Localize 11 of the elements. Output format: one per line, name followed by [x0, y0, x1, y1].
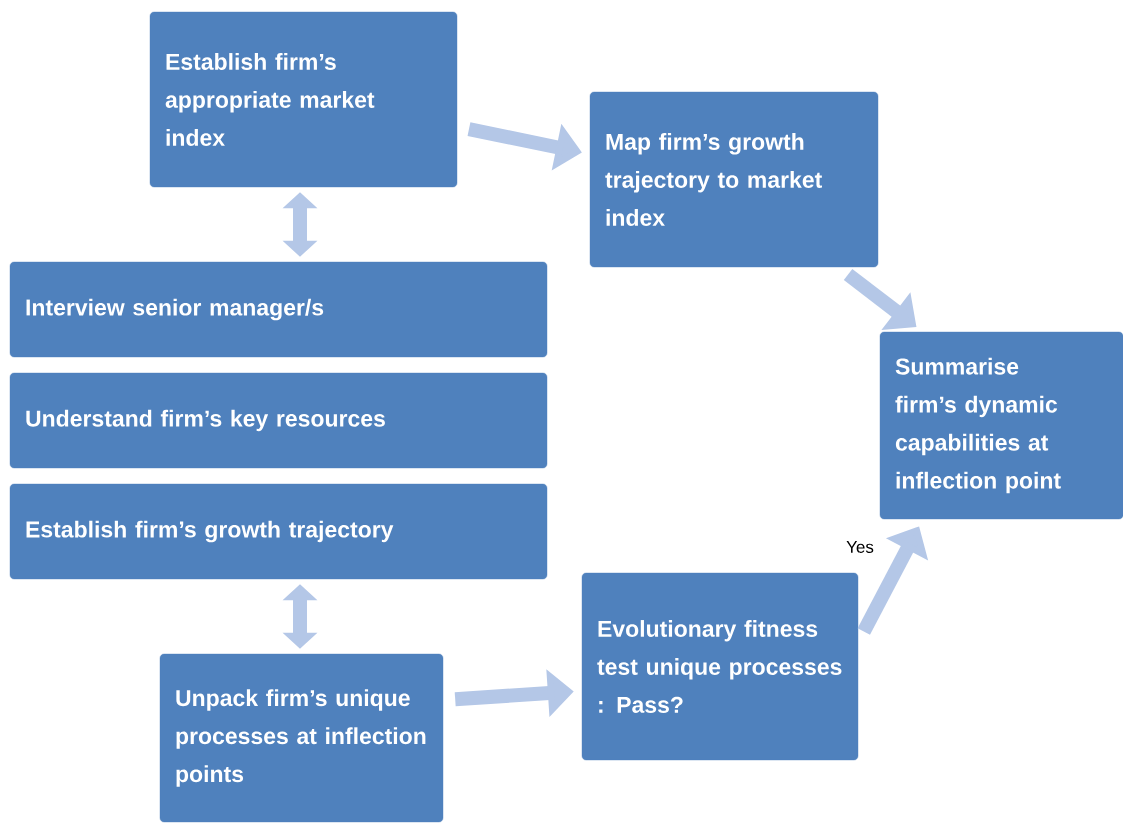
- process-box: Map firm’s growth trajectory to market index: [589, 91, 879, 268]
- process-box: Unpack firm’s unique processes at inflection points: [159, 653, 444, 823]
- double-arrow: [282, 192, 318, 257]
- process-box: Evolutionary fitness test unique processes : Pass?: [581, 572, 859, 761]
- process-box: Establish firm’s growth trajectory: [9, 483, 548, 580]
- process-box: Interview senior manager/s: [9, 261, 548, 358]
- process-box: Understand firm’s key resources: [9, 372, 548, 469]
- process-box: Establish firm’s appropriate market index: [149, 11, 458, 188]
- process-box: Summarise firm’s dynamic capabilities at inflection point: [879, 331, 1123, 520]
- double-arrow: [282, 584, 318, 649]
- edge-label: Yes: [844, 539, 876, 555]
